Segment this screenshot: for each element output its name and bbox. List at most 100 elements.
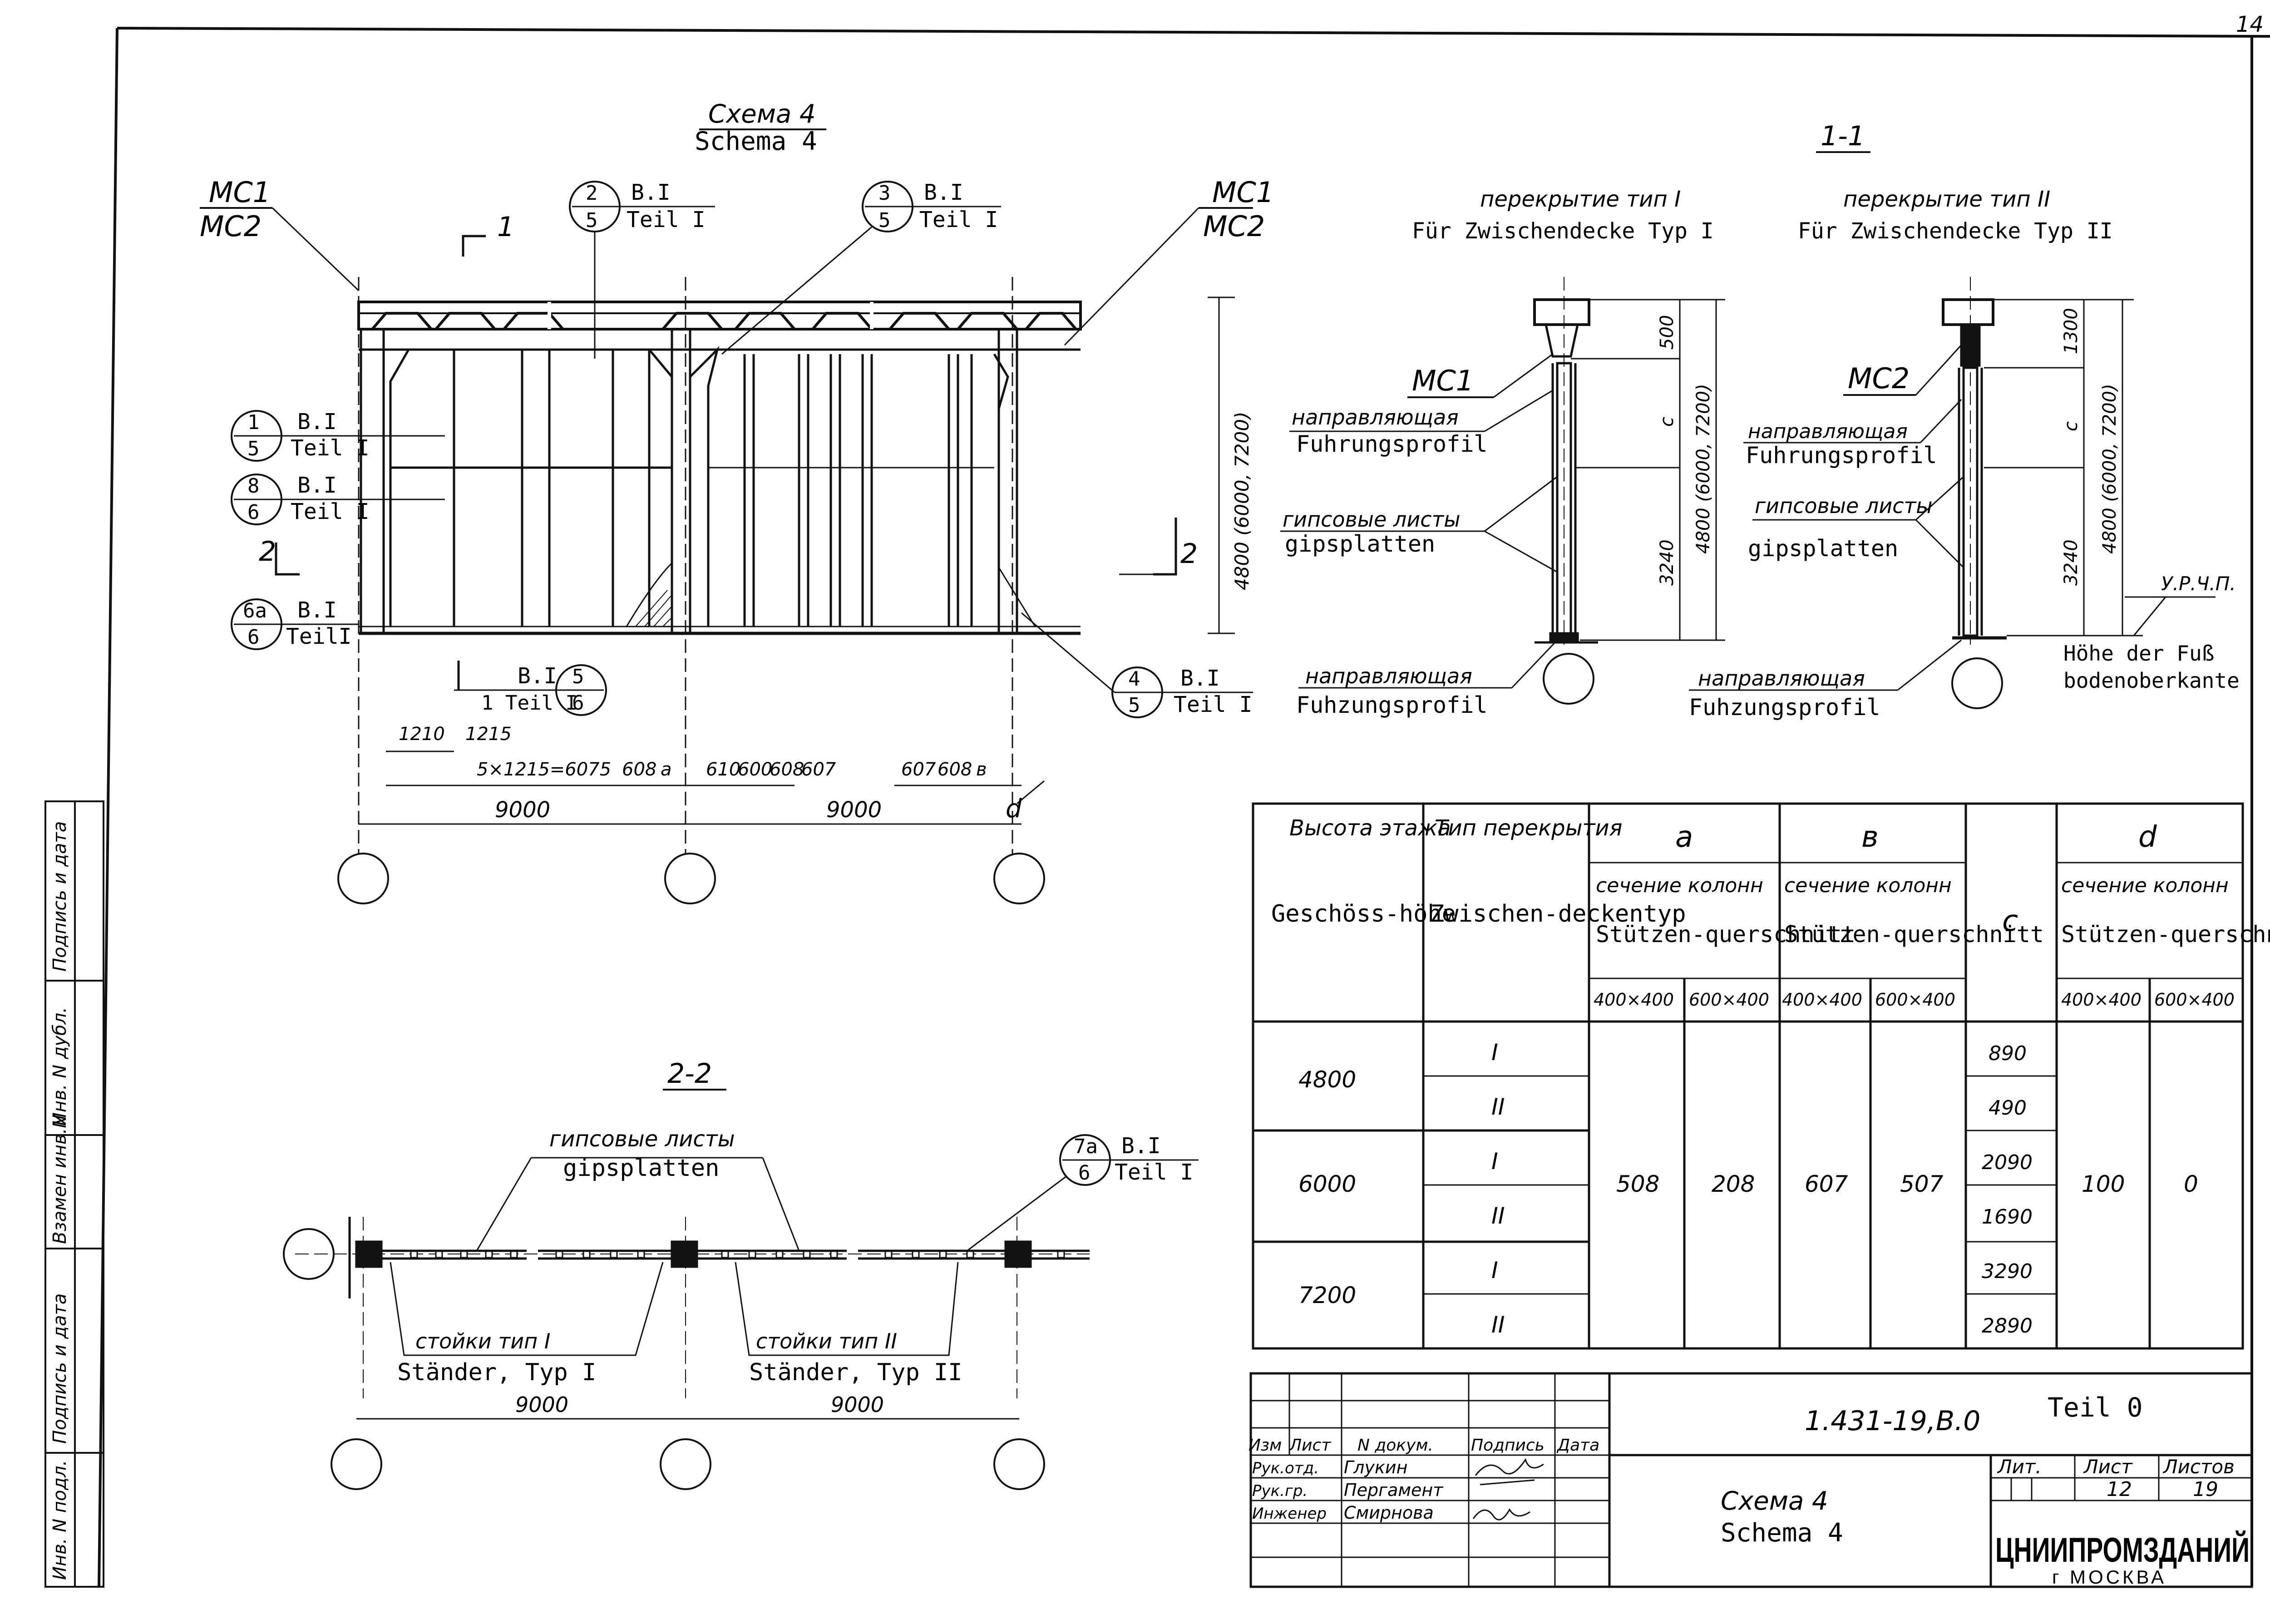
signature-pergament: [1475, 1458, 1544, 1486]
plan-wall-elevation: [357, 301, 1082, 635]
sheet-number: 12: [2107, 1478, 2132, 1501]
schema-title-de: Schema 4: [695, 127, 817, 156]
svg-text:6: 6: [572, 691, 584, 715]
svg-text:gipsplatten: gipsplatten: [563, 1155, 719, 1182]
spec-table-grid: [1252, 802, 2244, 1350]
svg-text:8: 8: [247, 474, 260, 498]
svg-text:1210: 1210: [399, 724, 445, 745]
svg-text:Изм: Изм: [1248, 1436, 1282, 1455]
signature-smirnova: [1472, 1508, 1530, 1520]
plan-dimension-lines: [359, 296, 1235, 825]
section-cut-2-label-right: 2: [1180, 538, 1198, 570]
svg-text:Fuhrungsprofil: Fuhrungsprofil: [1746, 442, 1937, 469]
svg-text:607: 607: [901, 759, 936, 780]
city: г МОСКВА: [2052, 1566, 2166, 1588]
d-400: 100: [2082, 1171, 2125, 1197]
svg-text:Stützen-querschnitt: Stützen-querschnitt: [1596, 921, 1855, 948]
mc-labels-left: МС1 МС2: [200, 176, 360, 291]
svg-text:B.I: B.I: [924, 180, 963, 205]
section-cut-1: [462, 235, 486, 257]
svg-text:Teil I: Teil I: [1174, 692, 1252, 717]
section-1-1-wall-typeII: [1942, 277, 2007, 645]
svg-text:Geschöss-höhe: Geschöss-höhe: [1271, 900, 1456, 928]
svg-text:600×400: 600×400: [1875, 990, 1955, 1010]
svg-text:Stützen-querschnitt: Stützen-querschnitt: [2061, 921, 2270, 948]
svg-text:2090: 2090: [1982, 1151, 2033, 1174]
svg-text:1 Teil I: 1 Teil I: [481, 691, 577, 715]
svg-text:400×400: 400×400: [1782, 990, 1862, 1010]
svg-text:I: I: [1491, 1257, 1498, 1283]
svg-text:B.I: B.I: [1180, 666, 1220, 691]
svg-text:9000: 9000: [826, 797, 882, 823]
svg-text:перекрытие тип II: перекрытие тип II: [1843, 187, 2050, 212]
a-600: 208: [1712, 1171, 1755, 1197]
svg-text:Рук.гр.: Рук.гр.: [1252, 1482, 1308, 1500]
row-height-7200: 7200: [1298, 1282, 1356, 1308]
svg-text:608: 608: [770, 759, 804, 780]
svg-text:Листов: Листов: [2162, 1456, 2235, 1478]
callout-4-5: 4 5 B.I Teil I: [1021, 612, 1253, 718]
side-stamp: [44, 800, 104, 1588]
spec-table-body: 4800 6000 7200 I II I II I II 508 208 60…: [1298, 1039, 2198, 1338]
svg-text:стойки тип I: стойки тип I: [415, 1329, 550, 1353]
svg-text:c: c: [2002, 904, 2018, 938]
row-height-6000: 6000: [1298, 1171, 1356, 1197]
svg-text:II: II: [1491, 1312, 1505, 1338]
svg-text:1-1: 1-1: [1821, 120, 1865, 152]
d-600: 0: [2184, 1171, 2198, 1197]
svg-text:7a: 7a: [1074, 1135, 1098, 1158]
svg-text:gipsplatten: gipsplatten: [1285, 531, 1435, 557]
svg-text:B.I: B.I: [631, 180, 671, 205]
schema-title: Схема 4 Schema 4: [695, 99, 826, 156]
svg-text:B.I: B.I: [297, 597, 337, 623]
svg-text:607: 607: [801, 759, 836, 780]
svg-text:Тип перекрытия: Тип перекрытия: [1435, 815, 1622, 841]
section-cut-2: [275, 518, 1177, 576]
svg-text:Teil I: Teil I: [627, 207, 705, 232]
section-1-1-level-text: Höhe der Fuß bodenoberkante: [2063, 641, 2240, 693]
svg-text:B.I: B.I: [297, 409, 337, 434]
svg-text:1: 1: [247, 411, 260, 434]
svg-text:610: 610: [706, 759, 740, 780]
title-block-grid: [1249, 1372, 2253, 1588]
section-2-2-studs: [410, 1250, 1065, 1259]
svg-text:в: в: [1861, 820, 1879, 854]
svg-text:2: 2: [586, 182, 598, 205]
svg-text:890: 890: [1989, 1042, 2027, 1065]
svg-text:II: II: [1491, 1094, 1505, 1120]
callout-6a-6: 6a 6 B.I TeilI: [231, 597, 359, 650]
section-2-2-axis-bubbles: [283, 1228, 1045, 1490]
svg-text:d: d: [2138, 820, 2157, 854]
section-1-1-axis-bubble-left: [1543, 653, 1594, 705]
svg-text:608: 608: [622, 759, 656, 780]
svg-text:Смирнова: Смирнова: [1344, 1503, 1434, 1523]
stamp-signature-date-1: Подпись и дата: [49, 821, 70, 972]
svg-text:направляющая: направляющая: [1698, 666, 1865, 691]
b-400: 607: [1805, 1171, 1848, 1197]
svg-text:1690: 1690: [1982, 1205, 2033, 1229]
svg-text:3290: 3290: [1982, 1260, 2033, 1283]
svg-text:Stützen-querschnitt: Stützen-querschnitt: [1784, 921, 2044, 948]
svg-text:600×400: 600×400: [1689, 990, 1769, 1010]
svg-text:У.Р.Ч.П.: У.Р.Ч.П.: [2161, 573, 2236, 595]
svg-text:Fuhzungsprofil: Fuhzungsprofil: [1296, 692, 1487, 718]
section-1-1-axis-bubble-right: [1951, 657, 2003, 709]
b-600: 507: [1900, 1171, 1944, 1197]
svg-text:a: a: [661, 759, 672, 780]
svg-text:Zwischen-deckentyp: Zwischen-deckentyp: [1430, 900, 1686, 928]
svg-text:направляющая: направляющая: [1292, 405, 1459, 429]
schema-title-ru: Схема 4: [708, 99, 816, 129]
svg-text:Пергамент: Пергамент: [1344, 1480, 1444, 1500]
section-1-1-dims-right: [1984, 299, 2216, 637]
svg-text:Лит.: Лит.: [1997, 1456, 2042, 1478]
svg-text:5: 5: [878, 209, 891, 232]
stamp-replace-inv: Взамен инв.N: [49, 1115, 70, 1244]
svg-text:Инженер: Инженер: [1252, 1505, 1327, 1523]
svg-text:9000: 9000: [515, 1392, 568, 1417]
plan-hatch: [635, 590, 672, 627]
section-1-1-dims-left: [1571, 299, 1725, 641]
svg-text:II: II: [1491, 1203, 1505, 1229]
row-height-4800: 4800: [1298, 1066, 1356, 1093]
section-1-1-dim-text-right: 1300 c 3240 4800 (6000, 7200) У.Р.Ч.П.: [2061, 308, 2236, 595]
section-1-1-title: 1-1: [1816, 120, 1870, 153]
